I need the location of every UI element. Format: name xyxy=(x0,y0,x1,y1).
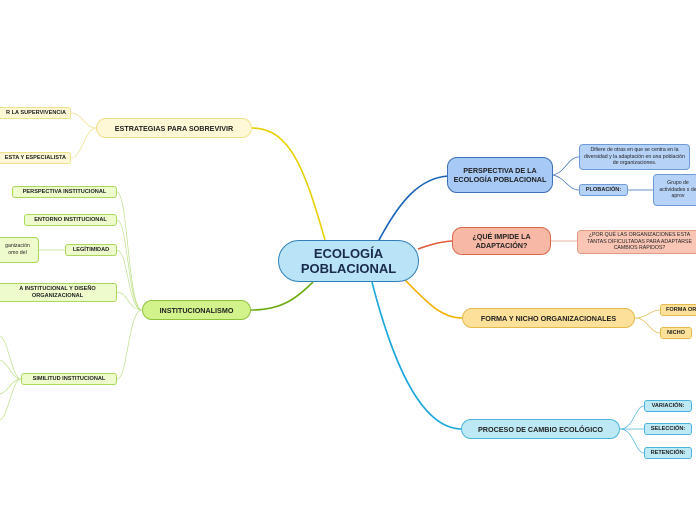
branch-perspectiva[interactable]: PERSPECTIVA DE LA ECOLOGÍA POBLACIONAL xyxy=(447,157,553,193)
branch-institucionalismo[interactable]: INSTITUCIONALISMO xyxy=(142,300,251,320)
central-topic[interactable]: ECOLOGÍA POBLACIONAL xyxy=(278,240,419,282)
que-impide-description[interactable]: ¿POR QUÉ LAS ORGANIZACIONES ESTA TANTAS … xyxy=(577,230,696,254)
entorno-institucional-node[interactable]: ENTORNO INSTITUCIONAL xyxy=(24,214,117,226)
poblacion-node[interactable]: PLOBACIÓN: xyxy=(579,184,628,196)
retencion-node[interactable]: RETENCIÓN: xyxy=(644,447,692,459)
legitimidad-description[interactable]: ganización omo del xyxy=(0,237,39,263)
vista-institucional-node[interactable]: A INSTITUCIONAL Y DISEÑO ORGANIZACIONAL xyxy=(0,283,117,302)
similitud-institucional-node[interactable]: SIMILITUD INSTITUCIONAL xyxy=(21,373,117,385)
link-proceso xyxy=(371,281,462,430)
estrategia-supervivencia-node[interactable]: R LA SUPERVIVENCIA xyxy=(0,107,71,119)
perspectiva-description[interactable]: Difiere de otras en que se centra en la … xyxy=(579,144,690,170)
generalista-especialista-node[interactable]: ESTA Y ESPECIALISTA xyxy=(0,152,71,164)
link-institucionalismo xyxy=(250,281,314,311)
nicho-node[interactable]: NICHO xyxy=(660,327,692,339)
link-que-impide xyxy=(417,240,453,250)
link-perspectiva xyxy=(377,175,449,243)
forma-organizacional-node[interactable]: FORMA OR xyxy=(660,304,696,316)
branch-estrategias[interactable]: ESTRATEGIAS PARA SOBREVIVIR xyxy=(96,118,252,138)
link-estrategias xyxy=(251,127,326,241)
link-forma xyxy=(404,279,463,319)
seleccion-node[interactable]: SELECCIÓN: xyxy=(644,423,692,435)
branch-forma-nicho[interactable]: FORMA Y NICHO ORGANIZACIONALES xyxy=(462,308,635,328)
perspectiva-institucional-node[interactable]: PERSPECTIVA INSTITUCIONAL xyxy=(12,186,117,198)
legitimidad-node[interactable]: LEGÍTIMIDAD xyxy=(65,244,117,256)
variacion-node[interactable]: VARIACIÓN: xyxy=(644,400,692,412)
branch-que-impide[interactable]: ¿QUÉ IMPIDE LA ADAPTACIÓN? xyxy=(452,227,551,255)
poblacion-description[interactable]: Grupo de actividades s de aprov xyxy=(653,174,696,206)
branch-proceso-cambio[interactable]: PROCESO DE CAMBIO ECOLÓGICO xyxy=(461,419,620,439)
